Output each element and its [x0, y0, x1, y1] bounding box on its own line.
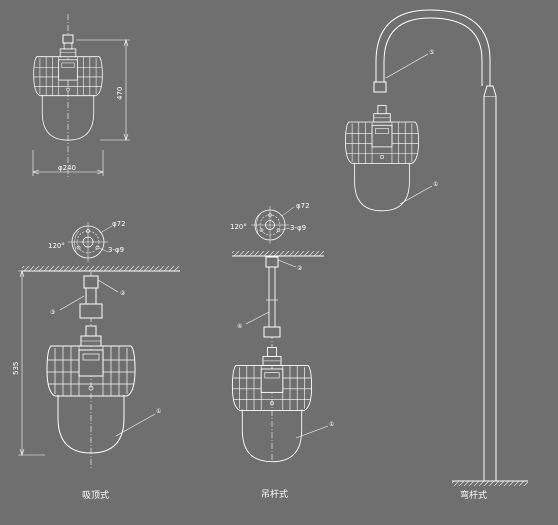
callout-1: ①	[329, 421, 334, 428]
callout-1: ①	[156, 408, 161, 415]
ground-hatch	[452, 481, 528, 486]
flange-detail: 120° φ72 3-φ9	[230, 202, 310, 244]
middle-fixture: 120° φ72 3-φ9 ② ④ ① 吊杆式	[230, 202, 334, 500]
callout-2: ②	[297, 265, 303, 272]
callout-4: ④	[237, 323, 242, 330]
flange-diameter-label: φ72	[296, 202, 310, 210]
height-dim-label: 470	[116, 87, 124, 100]
lamp-drawing	[345, 104, 419, 212]
caption: 吊杆式	[261, 488, 288, 500]
lamp-drawing	[46, 325, 136, 454]
callout-2: ②	[120, 290, 126, 297]
flange-diameter-label: φ72	[112, 220, 126, 228]
ceiling-hatch	[232, 251, 324, 256]
callout-5: ⑤	[429, 49, 434, 56]
right-fixture: ⑤ ① 弯杆式	[345, 9, 528, 501]
callout-1: ①	[433, 181, 438, 188]
height-dim-label: 535	[12, 362, 20, 375]
flange-holes-label: 3-φ9	[108, 246, 124, 254]
top-fixture: 470 φ240	[32, 14, 130, 178]
caption: 吸顶式	[82, 489, 109, 501]
flange-angle-label: 120°	[230, 223, 247, 231]
callout-3: ③	[50, 309, 55, 316]
flange-holes-label: 3-φ9	[290, 224, 306, 232]
pole	[483, 95, 497, 482]
diameter-dim-label: φ240	[58, 164, 76, 172]
flange-detail: 120° φ72 3-φ9	[48, 220, 126, 262]
ceiling-hatch	[22, 266, 180, 271]
left-fixture: 120° φ72 3-φ9 535 ③ ② ① 吸顶式	[12, 220, 180, 501]
caption: 弯杆式	[460, 489, 487, 501]
flange-angle-label: 120°	[48, 242, 65, 250]
